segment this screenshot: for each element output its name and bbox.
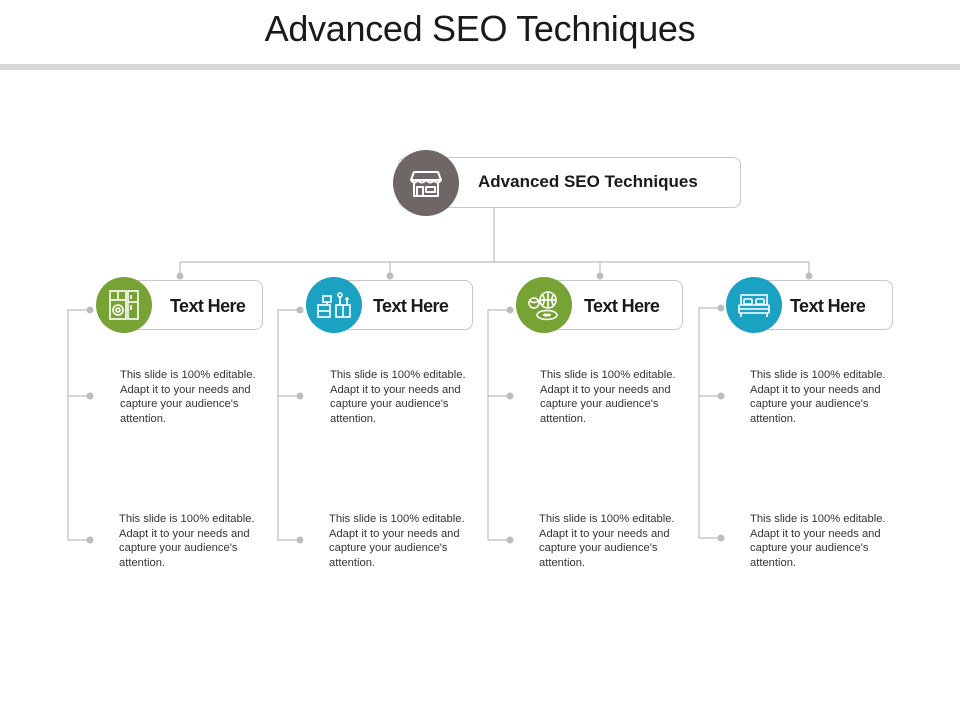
column-4-heading: Text Here — [790, 296, 866, 316]
column-3-icon-circle — [516, 277, 572, 333]
column-4-icon-circle — [726, 277, 782, 333]
column-1-item-1: This slide is 100% editable. Adapt it to… — [120, 369, 256, 425]
column-4-item-1: This slide is 100% editable. Adapt it to… — [750, 369, 886, 425]
root-icon-circle — [393, 150, 459, 216]
title-divider — [0, 64, 960, 70]
page-title: Advanced SEO Techniques — [264, 8, 696, 49]
column-2-heading: Text Here — [373, 296, 449, 316]
column-4-item-2: This slide is 100% editable. Adapt it to… — [750, 513, 886, 569]
appliances-icon — [109, 290, 139, 320]
bed-icon — [738, 294, 770, 317]
column-2-icon-circle — [306, 277, 362, 333]
column-1-icon-circle — [96, 277, 152, 333]
office-desk-icon — [317, 292, 351, 318]
root-node-label: Advanced SEO Techniques — [478, 172, 698, 191]
sports-balls-icon — [528, 291, 558, 321]
column-2-item-2: This slide is 100% editable. Adapt it to… — [329, 513, 465, 569]
column-3-item-2: This slide is 100% editable. Adapt it to… — [539, 513, 675, 569]
column-3-heading: Text Here — [584, 296, 660, 316]
column-2-item-1: This slide is 100% editable. Adapt it to… — [330, 369, 466, 425]
storefront-icon — [410, 171, 442, 197]
column-3-item-1: This slide is 100% editable. Adapt it to… — [540, 369, 676, 425]
column-1-heading: Text Here — [170, 296, 246, 316]
column-1-item-2: This slide is 100% editable. Adapt it to… — [119, 513, 255, 569]
